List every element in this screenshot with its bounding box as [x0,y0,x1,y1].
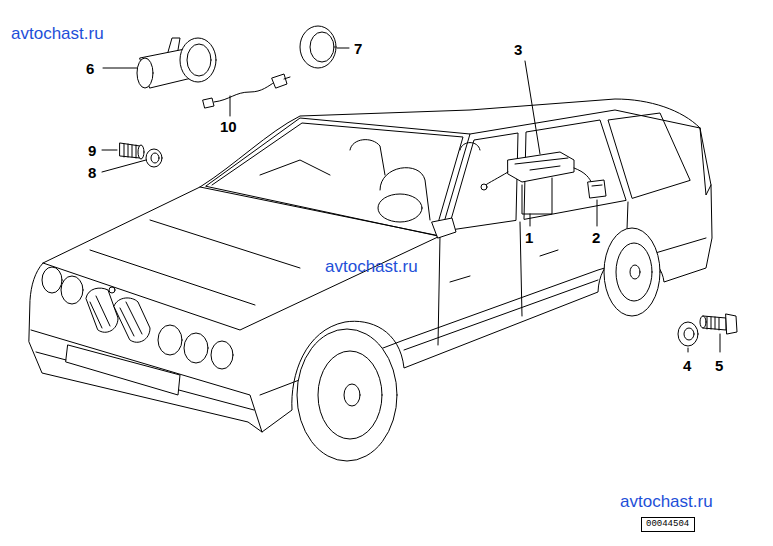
callout-number: 4 [683,358,691,373]
watermark: avtochast.ru [325,258,418,275]
callout-number: 8 [88,165,96,180]
callout-number: 3 [514,42,522,57]
callout-number: 7 [354,41,362,56]
drawing-number-box: 00044504 [641,517,695,532]
watermark: avtochast.ru [620,493,713,510]
watermark: avtochast.ru [11,25,104,42]
callout-number: 2 [592,230,600,245]
callout-number: 6 [86,61,94,76]
callout-number: 5 [715,358,723,373]
callout-number: 1 [525,230,533,245]
drawing-number: 00044504 [646,520,690,529]
callout-number: 9 [88,143,96,158]
callout-number: 10 [220,119,237,134]
